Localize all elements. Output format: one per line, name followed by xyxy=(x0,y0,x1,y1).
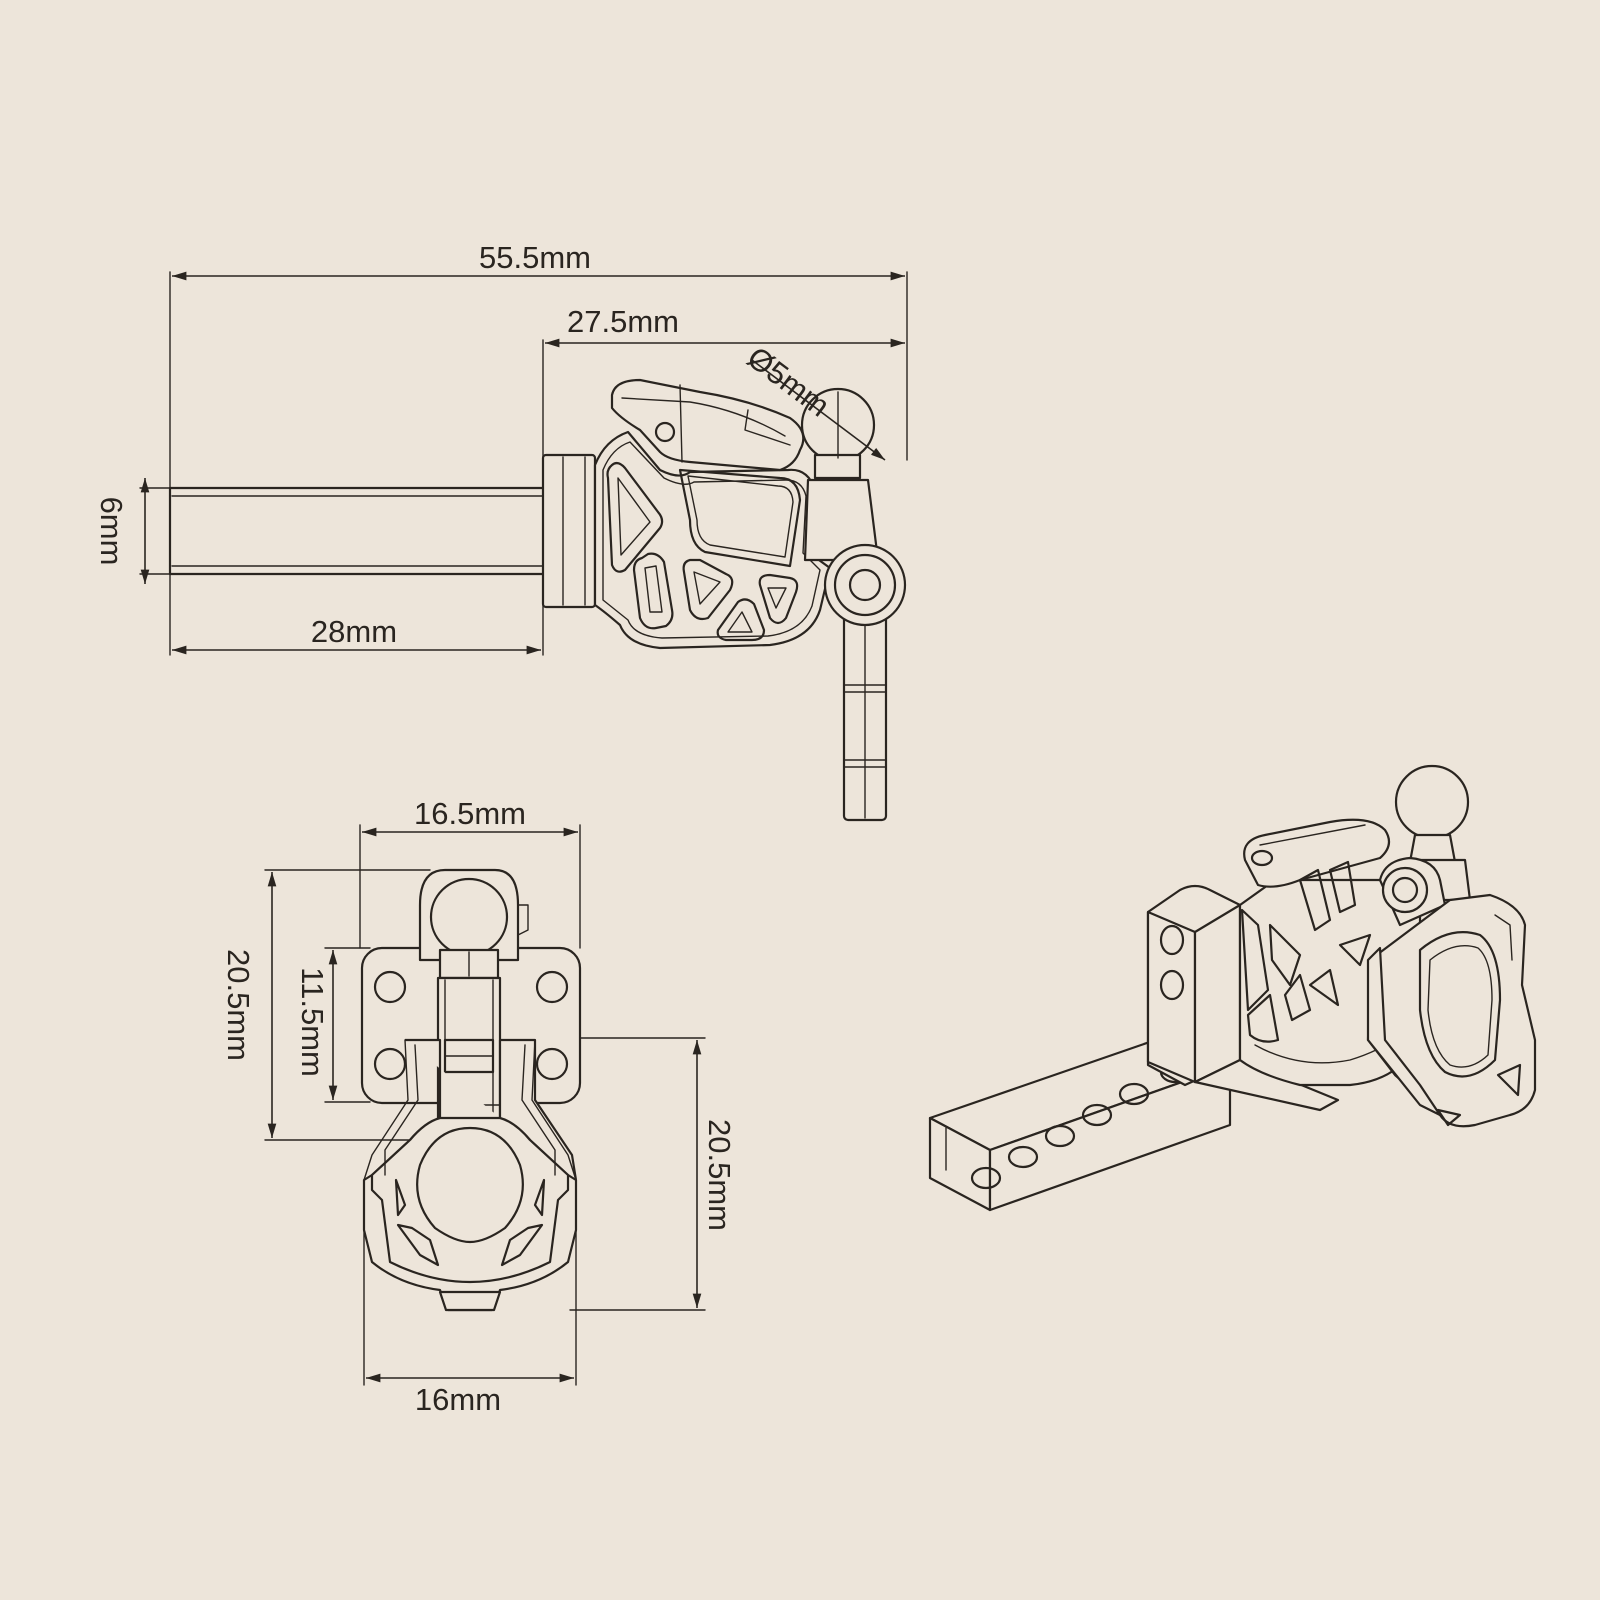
front-view: 16.5mm 20.5mm 11.5mm 20.5mm 16mm xyxy=(221,796,737,1417)
shackle xyxy=(362,1038,578,1312)
hitch-ball xyxy=(800,387,880,562)
iso-shackle xyxy=(1366,856,1537,1128)
dim-total-height: 20.5mm xyxy=(221,949,256,1061)
dim-bottom-width: 16mm xyxy=(415,1382,501,1417)
side-view: 55.5mm 27.5mm Ø5mm 6mm 28mm xyxy=(94,240,908,822)
dim-bar-length: 28mm xyxy=(311,614,397,649)
receiver-bar xyxy=(168,486,546,576)
dim-shackle-height: 20.5mm xyxy=(702,1119,737,1231)
dim-plate-height: 11.5mm xyxy=(295,967,330,1077)
iso-hitch-ball xyxy=(1393,764,1472,902)
hitch-head xyxy=(593,378,832,650)
dim-top-width: 16.5mm xyxy=(414,796,526,831)
isometric-view xyxy=(928,764,1537,1212)
mounting-plate xyxy=(541,453,597,609)
dim-bar-height: 6mm xyxy=(94,497,129,566)
iso-mounting-plate xyxy=(1146,884,1340,1112)
pin-handle xyxy=(823,543,907,822)
dim-overall-length: 55.5mm xyxy=(479,240,591,275)
dim-head-length: 27.5mm xyxy=(567,304,679,339)
